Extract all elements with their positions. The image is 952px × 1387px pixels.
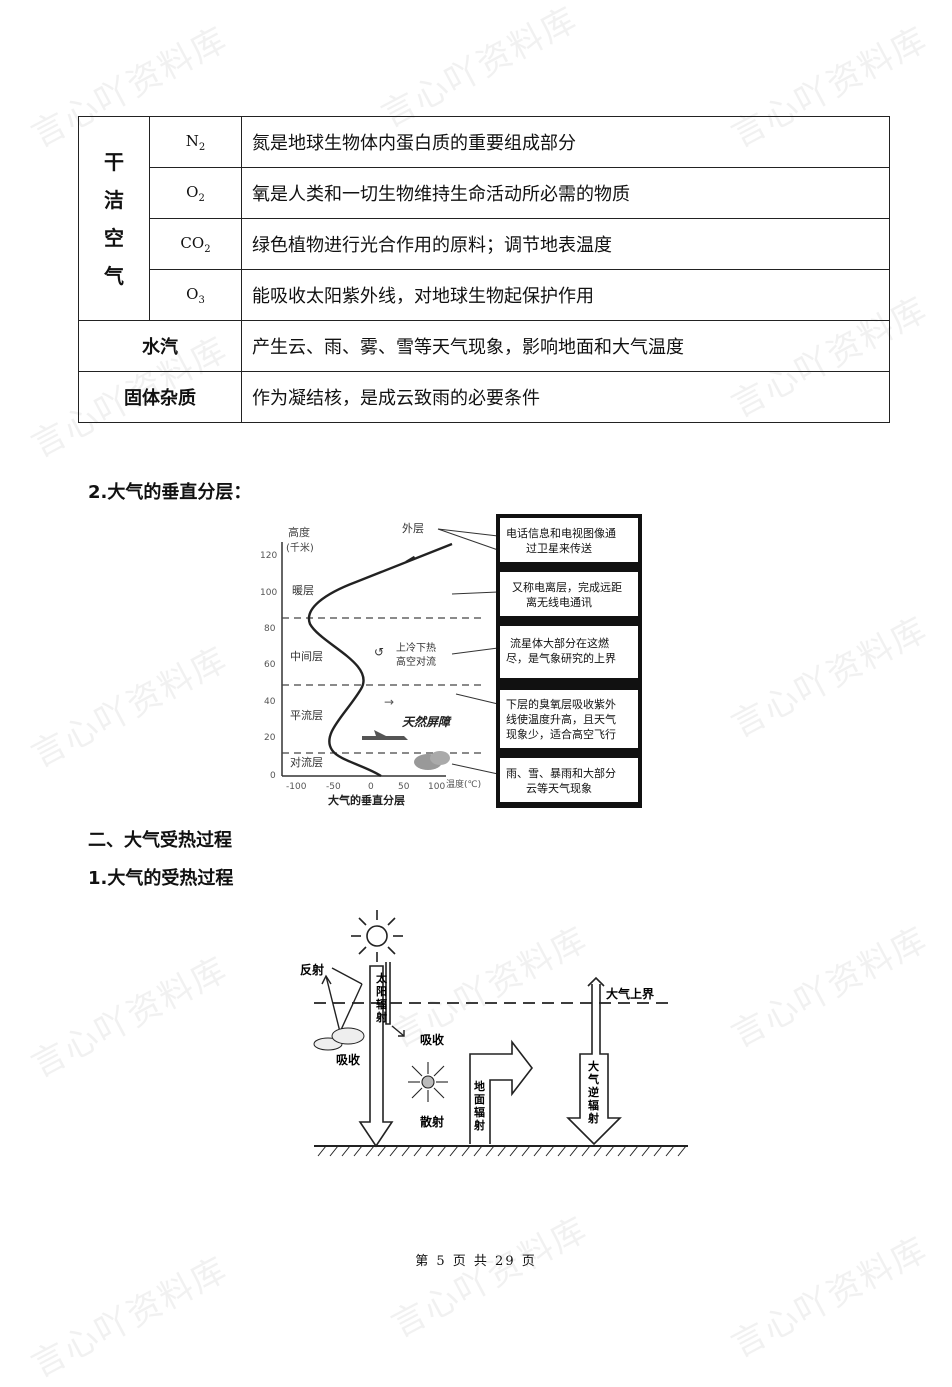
heading-heating-process: 1.大气的受热过程 xyxy=(88,868,234,889)
gas-cell: CO2 xyxy=(149,218,242,270)
cloud-icon xyxy=(313,1027,365,1051)
airplane-icon xyxy=(362,730,408,740)
gas-cell: N2 xyxy=(149,116,242,168)
absorb-label-cloud: 吸收 xyxy=(336,1052,360,1067)
watermark: 言心吖资料库 xyxy=(24,949,235,1086)
heading-heating-section: 二、大气受热过程 xyxy=(88,830,232,851)
gas-cell: O2 xyxy=(149,167,242,219)
layer-label: 对流层 xyxy=(290,755,323,769)
y-tick: 20 xyxy=(264,733,276,743)
y-axis-unit: (千米) xyxy=(286,541,314,554)
gas-cell: O3 xyxy=(149,269,242,321)
component-name: 固体杂质 xyxy=(78,371,242,423)
gas-description: 氮是地球生物体内蛋白质的重要组成部分 xyxy=(241,116,890,168)
y-tick: 40 xyxy=(264,697,276,707)
side-note: 下层的臭氧层吸收紫外线使温度升高，且天气现象少，适合高空飞行 xyxy=(506,697,616,741)
ground-radiation-label: 地面辐射 xyxy=(473,1079,485,1132)
reflect-label: 反射 xyxy=(300,962,324,977)
convection-note-line1: 上冷下热 xyxy=(396,641,436,654)
x-tick: -100 xyxy=(286,782,307,792)
solar-radiation-arrow xyxy=(358,962,394,1148)
convection-note-line2: 高空对流 xyxy=(396,655,436,668)
side-note: 流星体大部分在这燃尽，是气象研究的上界 xyxy=(506,636,616,665)
svg-text:↺: ↺ xyxy=(374,645,384,659)
top-of-atmosphere-label: 大气上界 xyxy=(606,986,654,1001)
heading-vertical-layers: 2.大气的垂直分层： xyxy=(88,482,252,503)
svg-text:→: → xyxy=(384,695,394,709)
heating-process-figure: 大气上界 太阳辐射 反射 吸收 吸收 散射 地面辐射 大气逆辐射 xyxy=(300,910,688,1157)
watermark: 言心吖资料库 xyxy=(724,919,935,1056)
vertical-layering-figure: 高度 (千米) 120 100 80 60 40 20 0 -100 -50 0… xyxy=(256,514,644,808)
reflection-arrow xyxy=(321,967,363,1033)
y-tick: 120 xyxy=(260,551,277,561)
counter-radiation-label: 大气逆辐射 xyxy=(587,1059,599,1125)
layer-label: 暖层 xyxy=(292,584,314,597)
y-tick: 60 xyxy=(264,660,276,670)
watermark: 言心吖资料库 xyxy=(24,639,235,776)
y-tick: 0 xyxy=(270,771,276,781)
component-name: 水汽 xyxy=(78,320,242,372)
ground-hatching xyxy=(317,1145,687,1157)
layer-label: 外层 xyxy=(402,522,424,535)
gas-description: 能吸收太阳紫外线，对地球生物起保护作用 xyxy=(241,269,890,321)
gas-description: 氧是人类和一切生物维持生命活动所必需的物质 xyxy=(241,167,890,219)
counter-radiation-arrow xyxy=(566,976,622,1146)
cloud-icon xyxy=(414,751,450,770)
side-note: 电话信息和电视图像通过卫星来传送 xyxy=(506,526,616,555)
convection-note: 上冷下热高空对流 xyxy=(396,641,436,668)
watermark: 言心吖资料库 xyxy=(724,609,935,746)
x-tick: -50 xyxy=(326,782,341,792)
x-axis-label: 温度(℃) xyxy=(446,778,481,790)
gas-description: 绿色植物进行光合作用的原料；调节地表温度 xyxy=(241,218,890,270)
air-composition-table: 干 洁 空 气 N2 氮是地球生物体内蛋白质的重要组成部分 O2 氧是人类和一切… xyxy=(78,116,890,423)
x-tick: 50 xyxy=(398,782,410,792)
component-description: 作为凝结核，是成云致雨的必要条件 xyxy=(241,371,890,423)
x-tick: 100 xyxy=(428,782,445,792)
layer-label: 中间层 xyxy=(290,650,323,663)
y-tick: 80 xyxy=(264,624,276,634)
component-description: 产生云、雨、雾、雪等天气现象，影响地面和大气温度 xyxy=(241,320,890,372)
barrier-label: 天然屏障 xyxy=(402,715,452,729)
scatter-icon xyxy=(408,1062,448,1102)
y-tick: 100 xyxy=(260,588,277,598)
absorb-label: 吸收 xyxy=(420,1032,444,1047)
side-note: 雨、雪、暴雨和大部分云等天气现象 xyxy=(506,766,616,795)
ground-radiation-arrow xyxy=(469,1039,534,1144)
y-axis-title: 高度 xyxy=(288,525,310,539)
watermark: 言心吖资料库 xyxy=(384,1209,595,1346)
side-note: 又称电离层，完成远距离无线电通讯 xyxy=(512,580,622,609)
x-tick: 0 xyxy=(368,782,374,792)
figure-caption: 大气的垂直分层 xyxy=(328,793,405,807)
scatter-label: 散射 xyxy=(420,1114,444,1129)
page-footer: 第 5 页 共 29 页 xyxy=(415,1254,537,1269)
dry-air-label: 干 洁 空 气 xyxy=(78,116,150,321)
layer-label: 平流层 xyxy=(290,708,323,722)
watermark: 言心吖资料库 xyxy=(724,1229,935,1366)
sun-icon xyxy=(351,910,403,962)
solar-radiation-label: 太阳辐射 xyxy=(375,971,388,1024)
